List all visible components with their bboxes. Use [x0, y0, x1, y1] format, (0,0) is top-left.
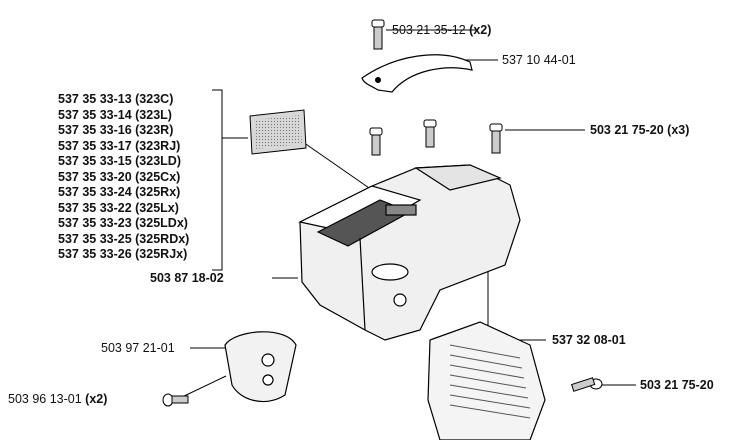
- label-screw-top: 503 21 35-12 (x2): [392, 23, 491, 37]
- decal-part-item: 537 35 33-23 (325LDx): [58, 216, 188, 230]
- cylinder-shroud: [427, 321, 546, 440]
- decal-part-item: 537 35 33-26 (325RJx): [58, 247, 188, 261]
- part-number: 503 96 13-01: [8, 392, 82, 406]
- part-number: 503 21 75-20: [640, 378, 714, 392]
- part-number: 537 10 44-01: [502, 53, 576, 67]
- screw-left: [369, 127, 383, 156]
- screw-top: [371, 19, 385, 50]
- label-screw-bottom-right: 503 21 75-20: [640, 378, 714, 392]
- label-screws-right: 503 21 75-20 (x3): [590, 123, 689, 137]
- part-qty: (x2): [85, 392, 108, 406]
- main-cover: [298, 164, 521, 341]
- leader-decal-bracket: [212, 89, 223, 271]
- label-bracket: 537 10 44-01: [502, 53, 576, 67]
- part-number: 503 87 18-02: [150, 271, 224, 285]
- decal-sticker: [249, 109, 307, 155]
- decal-part-item: 537 35 33-22 (325Lx): [58, 200, 179, 215]
- screw-bottom-left: [162, 393, 189, 407]
- part-number: 503 21 75-20: [590, 123, 664, 137]
- decal-part-item: 537 35 33-13 (323C): [58, 92, 174, 106]
- decal-part-item: 537 35 33-15 (323LD): [58, 154, 181, 168]
- label-cover: 503 87 18-02: [150, 271, 224, 285]
- part-number: 503 97 21-01: [101, 341, 175, 355]
- bracket: [361, 54, 473, 93]
- decal-part-list: 537 35 33-13 (323C)537 35 33-14 (323L)53…: [58, 92, 189, 263]
- label-screw-bottom-left: 503 96 13-01 (x2): [8, 392, 107, 406]
- air-cup: [224, 331, 297, 403]
- part-qty: (x3): [667, 123, 690, 137]
- label-shroud: 537 32 08-01: [552, 333, 626, 347]
- part-qty: (x2): [469, 23, 492, 37]
- part-number: 503 21 35-12: [392, 23, 466, 37]
- decal-part-item: 537 35 33-17 (323RJ): [58, 138, 181, 153]
- decal-part-item: 537 35 33-14 (323L): [58, 107, 172, 122]
- part-number: 537 32 08-01: [552, 333, 626, 347]
- decal-part-item: 537 35 33-20 (325Cx): [58, 169, 181, 184]
- screw-right: [489, 123, 503, 154]
- decal-part-item: 537 35 33-24 (325Rx): [58, 185, 181, 199]
- decal-part-item: 537 35 33-16 (323R): [58, 123, 174, 137]
- screw-bottom-right: [570, 377, 603, 392]
- screw-middle: [423, 119, 437, 148]
- leader-screw-bl: [179, 375, 227, 399]
- decal-part-item: 537 35 33-25 (325RDx): [58, 231, 190, 246]
- label-cup: 503 97 21-01: [101, 341, 175, 355]
- leader-decal-to-cover: [299, 139, 373, 191]
